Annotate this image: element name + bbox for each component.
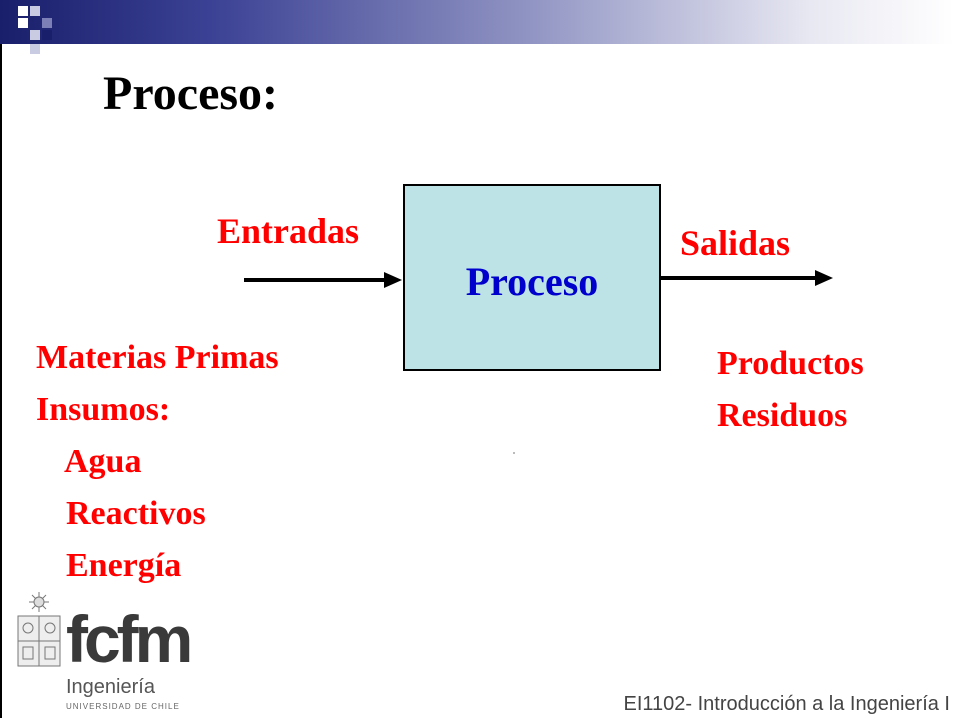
university-emblem-icon <box>17 592 61 667</box>
slide-title: Proceso: <box>103 67 279 120</box>
input-item: Insumos: <box>36 391 171 428</box>
inputs-list: Materias Primas Insumos: Agua Reactivos … <box>36 332 279 592</box>
decor-square <box>42 18 52 28</box>
input-item: Materias Primas <box>36 339 279 376</box>
logo-university: UNIVERSIDAD DE CHILE <box>66 702 180 711</box>
output-item: Productos <box>717 345 864 382</box>
process-box: Proceso <box>403 184 661 371</box>
input-label: Entradas <box>217 211 360 251</box>
outputs-list: Productos Residuos <box>717 338 864 442</box>
logo-subtitle: Ingeniería <box>66 676 155 698</box>
stray-dot <box>513 452 515 454</box>
decor-square <box>42 30 52 40</box>
process-label: Proceso <box>465 259 599 304</box>
decor-square <box>18 6 28 16</box>
input-arrow <box>244 272 402 288</box>
input-item: Agua <box>64 443 142 480</box>
input-item: Energía <box>66 547 182 584</box>
header-gradient-bar <box>0 0 954 54</box>
output-arrow <box>661 270 833 286</box>
decor-square <box>30 30 40 40</box>
decor-square <box>30 6 40 16</box>
output-label: Salidas <box>680 223 791 263</box>
output-item: Residuos <box>717 397 848 434</box>
input-item: Reactivos <box>66 495 206 532</box>
decor-square <box>30 44 40 54</box>
course-footer: EI1102- Introducción a la Ingeniería I <box>623 693 950 715</box>
fcfm-logo: fcfm <box>66 602 193 676</box>
decor-square <box>18 18 28 28</box>
